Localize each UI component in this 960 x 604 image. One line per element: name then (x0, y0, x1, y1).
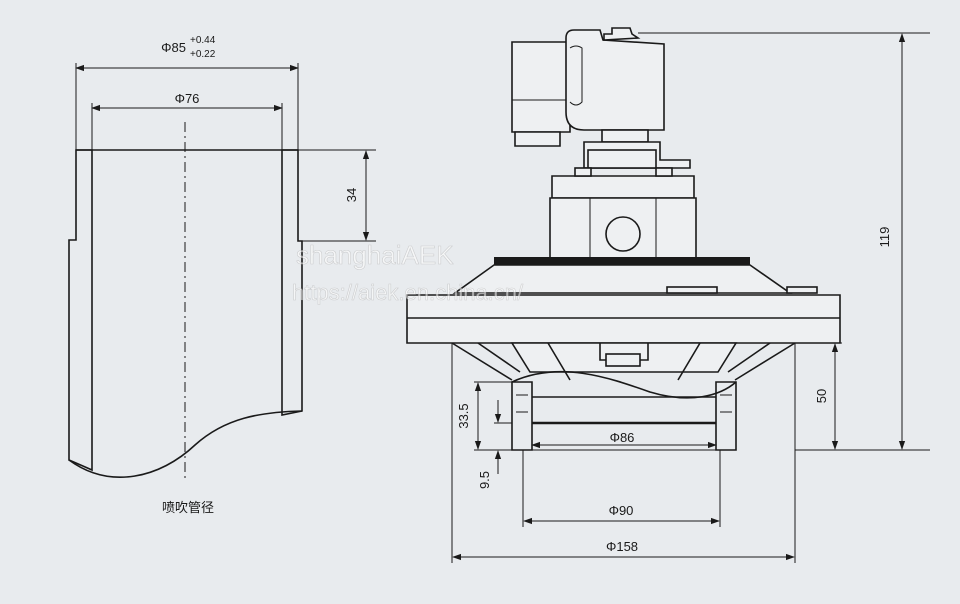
dim-95-label: 9.5 (477, 471, 492, 489)
dim-119-label: 119 (877, 227, 892, 248)
dim-50-label: 50 (814, 389, 829, 403)
valve-port (605, 216, 641, 252)
solenoid-coil-body (565, 29, 665, 131)
pipe-left-wall (68, 149, 93, 472)
pipe-break-line (68, 410, 303, 478)
dim-phi86-label: Φ86 (610, 430, 635, 445)
valve-cap (551, 175, 695, 199)
blow-pipe-section: Φ85 +0.44 +0.22 Φ76 34 喷吹管径 (68, 35, 376, 515)
dim-phi90-label: Φ90 (609, 503, 634, 518)
outlet-break-line (511, 370, 737, 399)
solenoid-connector (511, 41, 571, 133)
dim-tolerance-upper: +0.44 (190, 35, 216, 46)
dim-335-label: 33.5 (456, 403, 471, 428)
dim-phi158-label: Φ158 (606, 539, 638, 554)
dim-inner-dia-label: Φ76 (175, 91, 200, 106)
diaphragm-strip (494, 257, 750, 265)
pipe-caption: 喷吹管径 (162, 500, 214, 515)
outlet-ring-right (715, 381, 737, 451)
outlet-ring-left (511, 381, 533, 451)
dim-tolerance-lower: +0.22 (190, 49, 216, 60)
dim-outer-dia-label: Φ85 (161, 40, 186, 55)
watermark-line2: https://aiek.en.china.cn/ (292, 280, 524, 305)
watermark-line1: shanghaiAEK (296, 240, 454, 270)
valve-skirt (451, 342, 796, 381)
pulse-valve-drawing: Φ86 Φ90 Φ158 33.5 9.5 50 119 (406, 27, 930, 563)
dim-insert-depth-label: 34 (344, 188, 359, 202)
